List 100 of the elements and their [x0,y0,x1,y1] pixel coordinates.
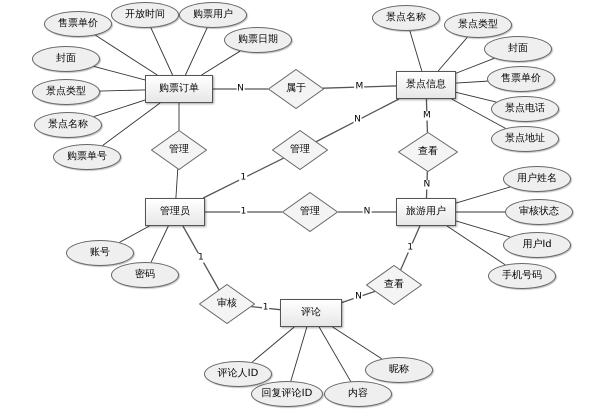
entity-box [145,198,205,226]
connector-line [456,220,511,238]
attribute-name: 封面 [508,44,528,54]
attribute-ellipse [32,79,100,105]
relationship-name: 管理 [300,207,320,217]
connector-line [93,100,146,118]
attribute-name: 售票单价 [501,74,541,84]
attribute-ellipse [251,381,323,407]
attribute-name: 手机号码 [502,271,542,281]
attribute-ellipse [488,263,556,289]
connector-line [409,30,422,72]
connector-line [426,98,428,132]
connector-line [400,226,420,270]
connector-line [178,102,180,130]
attribute-name: 审核状态 [519,207,559,217]
connector-line [426,172,428,198]
relationship-name: 查看 [418,147,438,157]
attribute-name: 购票用户 [193,10,233,20]
relationship-name: 管理 [169,145,189,155]
connector-line [456,186,511,204]
connector-line [290,326,308,382]
relationship-diamond [272,130,328,170]
attribute-ellipse [32,46,100,72]
entity-name: 购票订单 [159,84,199,94]
attribute-name: 昵称 [389,365,409,375]
attribute-name: 用户姓名 [517,174,557,184]
entity-name: 管理员 [160,207,190,217]
attribute-ellipse [365,357,433,383]
attribute-name: 用户Id [522,240,552,250]
attribute-ellipse [503,232,571,258]
attribute-ellipse [491,96,559,122]
connector-line [202,158,284,199]
relationship-diamond [282,192,338,232]
attribute-name: 景点名称 [386,13,426,23]
entity-name: 景点信息 [406,80,446,90]
attribute-name: 密码 [135,270,155,280]
connector-line [332,326,382,360]
connector-line [94,34,158,76]
relationship-name: 审核 [217,299,237,309]
attribute-ellipse [372,5,440,31]
connector-line [342,290,376,304]
connector-line [205,211,282,213]
entity-box [145,75,213,103]
attribute-name: 景点类型 [46,87,86,97]
attribute-name: 景点名称 [48,120,88,130]
attribute-ellipse [53,144,121,170]
entity-box [396,71,456,99]
connector-line [175,168,178,198]
attribute-name: 内容 [348,389,368,399]
attribute-name: 开放时间 [125,10,165,20]
relationship-diamond [366,265,422,305]
connector-line [338,211,396,213]
connector-line [446,226,506,266]
attribute-ellipse [324,381,392,407]
cardinality-label: N [236,84,245,94]
entity-box [280,299,342,327]
relationship-name: 查看 [384,280,404,290]
connector-line [93,66,146,80]
connector-line [251,306,280,310]
attribute-ellipse [505,199,573,225]
entity-name: 旅游用户 [406,207,446,217]
cardinality-label: N [422,180,432,190]
cardinality-label: 1 [406,243,414,252]
attribute-ellipse [44,11,112,37]
connector-line [99,89,146,92]
attribute-name: 账号 [90,248,110,258]
connector-line [316,98,400,142]
attribute-name: 评论人ID [218,369,258,379]
connector-line [182,226,220,290]
attribute-ellipse [491,126,559,152]
connector-line [119,226,150,243]
connector-line [201,50,241,76]
attribute-name: 景点类型 [458,20,498,30]
attribute-name: 售票单价 [58,19,98,29]
relationship-diamond [151,130,207,170]
cardinality-label: N [362,208,372,216]
connector-line [456,92,497,102]
attribute-ellipse [66,240,134,266]
connector-line [252,326,295,363]
relationship-diamond [398,132,458,172]
attribute-ellipse [487,66,555,92]
connector-line [184,27,208,76]
connector-line [318,326,352,382]
attribute-ellipse [111,262,179,288]
attribute-name: 封面 [56,54,76,64]
attribute-ellipse [179,2,247,28]
attribute-name: 购票单号 [67,152,107,162]
cardinality-label: 1 [197,253,205,262]
entity-box [396,198,456,226]
cardinality-label: N [354,292,363,302]
cardinality-label: 1 [240,208,248,216]
connector-line [456,58,495,74]
relationship-name: 管理 [290,145,310,155]
attribute-name: 回复评论ID [262,389,312,399]
attribute-ellipse [34,112,102,138]
attribute-ellipse [111,2,179,28]
relationship-diamond [199,284,255,324]
connector-line [102,102,160,146]
attribute-ellipse [503,166,571,192]
attribute-ellipse [204,361,272,387]
